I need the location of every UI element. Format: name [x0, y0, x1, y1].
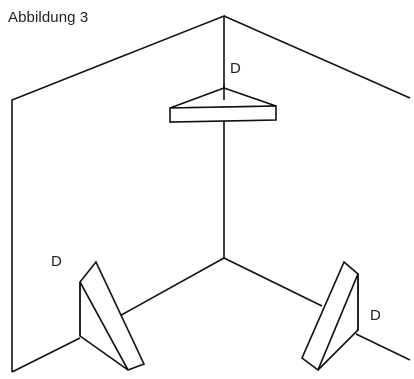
- floor-edge-left-bottom: [11, 337, 81, 373]
- floor-edge-left: [115, 257, 225, 319]
- floor-edge-right: [223, 257, 323, 307]
- ceiling-device-top-face: [169, 87, 277, 109]
- label-left-device: D: [51, 253, 62, 270]
- figure-caption: Abbildung 3: [8, 9, 89, 26]
- floor-edge-right-bottom: [355, 333, 411, 361]
- label-ceiling-device: D: [230, 60, 241, 77]
- ceiling-device-front-face: [169, 105, 277, 123]
- left-wall-outline: [11, 14, 225, 372]
- label-right-device: D: [370, 307, 381, 324]
- right-wall-outline: [223, 15, 411, 99]
